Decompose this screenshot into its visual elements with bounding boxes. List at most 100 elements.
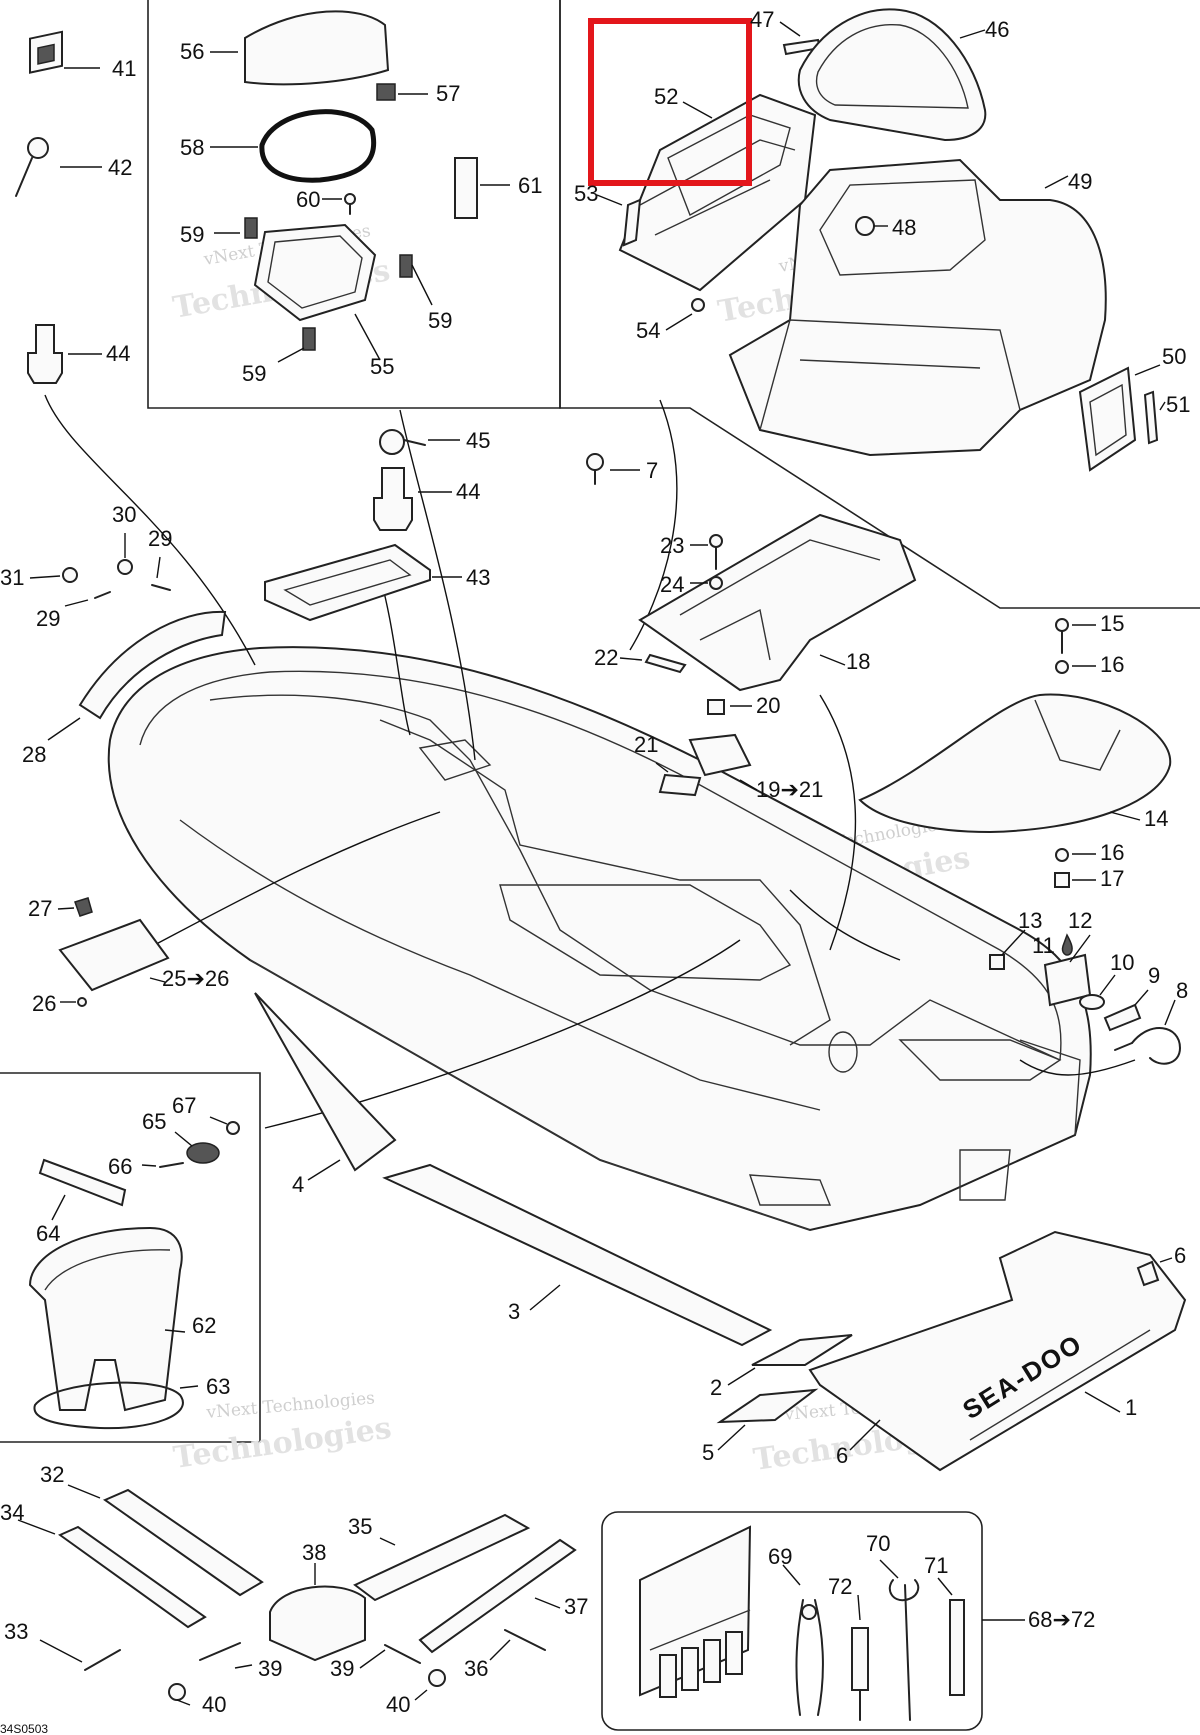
callout-32: 32 [40,1462,64,1487]
callout-19-21: 19➔21 [756,777,823,802]
callout-51: 51 [1166,392,1190,417]
part-69-pliers [782,1564,824,1716]
part-23-bolt [690,534,723,570]
callout-4: 4 [292,1172,304,1197]
callout-29: 29 [148,526,172,551]
callout-66: 66 [108,1154,132,1179]
part-72-screwdriver [851,1594,869,1721]
callout-49: 49 [1068,169,1092,194]
part-44-drain-plug-2 [373,467,452,531]
part-56-glovebox-cover [210,10,390,86]
part-3-mat [382,1163,773,1347]
part-39-screws [199,1642,421,1669]
callout-71: 71 [924,1553,948,1578]
callout-59: 59 [180,222,204,247]
part-38-connector [269,1563,366,1662]
callout-70: 70 [866,1531,890,1556]
callout-24: 24 [660,572,684,597]
part-71-spark-plug-wrench [937,1577,1025,1696]
callout-33: 33 [4,1619,28,1644]
callout-16: 16 [1100,840,1124,865]
part-45-tie [379,429,460,455]
callout-22: 22 [594,645,618,670]
callout-35: 35 [348,1514,372,1539]
part-41-clip [29,30,100,74]
part-61-decal [454,157,510,219]
callout-59: 59 [428,308,452,333]
part-21-decal [655,762,702,797]
callout-56: 56 [180,39,204,64]
callout-2: 2 [710,1375,722,1400]
part-28-rail [47,610,227,741]
part-15-bolt [1055,618,1096,654]
callout-40: 40 [386,1692,410,1717]
callout-50: 50 [1162,344,1186,369]
callout-54: 54 [636,318,660,343]
part-6-decal [849,1257,1173,1451]
part-62-bin [28,1226,186,1412]
part-17-nut [1054,872,1096,888]
part-4-strip [254,992,397,1181]
part-hull [107,646,1092,1232]
callout-9: 9 [1148,963,1160,988]
callout-65: 65 [142,1109,166,1134]
part-63-cord [33,1381,199,1430]
part-50-vent [1078,364,1161,472]
part-70-wrench [879,1559,920,1721]
callout-6: 6 [1174,1243,1186,1268]
callout-52: 52 [654,84,678,109]
callout-25-26: 25➔26 [162,966,229,991]
part-2-pad [727,1334,853,1386]
callout-39: 39 [258,1656,282,1681]
part-35-rail [353,1513,531,1602]
drawing-number: 34S0503 [0,1722,48,1735]
callout-42: 42 [108,155,132,180]
part-51-strip [1143,390,1166,445]
callout-60: 60 [296,187,320,212]
part-5-pad [716,1388,819,1451]
part-34-rail [17,1519,207,1629]
callout-43: 43 [466,565,490,590]
watermark-text: Technologies [171,1411,393,1476]
part-22-strip [619,653,687,674]
part-58-gasket [210,109,377,183]
callout-68-72: 68➔72 [1028,1607,1095,1632]
part-20-nut [707,699,752,715]
part-7-screw [586,453,640,485]
callout-13: 13 [1018,908,1042,933]
part-24-washer [690,576,723,590]
callout-1: 1 [1125,1395,1137,1420]
callout-53: 53 [574,181,598,206]
callout-26: 26 [32,991,56,1016]
part-36-screw [489,1629,546,1661]
callout-8: 8 [1176,978,1188,1003]
part-33-screw [39,1639,121,1671]
part-14-grab-handle [858,693,1172,834]
callout-labels: 41 42 44 56 57 58 60 61 59 59 59 55 47 4… [0,7,1190,1717]
callout-63: 63 [206,1374,230,1399]
callout-64: 64 [36,1221,60,1246]
callout-14: 14 [1144,806,1168,831]
callout-45: 45 [466,428,490,453]
callout-57: 57 [436,81,460,106]
callout-31: 31 [0,565,24,590]
callout-37: 37 [564,1594,588,1619]
part-29-screw [64,556,171,607]
callout-27: 27 [28,896,52,921]
callout-34: 34 [0,1500,24,1525]
part-26-rivet [60,997,87,1007]
part-67-screw [209,1116,240,1135]
callout-5: 5 [702,1440,714,1465]
callout-58: 58 [180,135,204,160]
callout-72: 72 [828,1574,852,1599]
callout-17: 17 [1100,866,1124,891]
callout-44: 44 [456,479,480,504]
part-13-nut [989,929,1026,970]
part-8-eye-bolt [1114,999,1181,1065]
callout-16: 16 [1100,652,1124,677]
callout-12: 12 [1068,908,1092,933]
callout-15: 15 [1100,611,1124,636]
callout-61: 61 [518,173,542,198]
callout-10: 10 [1110,950,1134,975]
part-25-plate [58,918,170,992]
